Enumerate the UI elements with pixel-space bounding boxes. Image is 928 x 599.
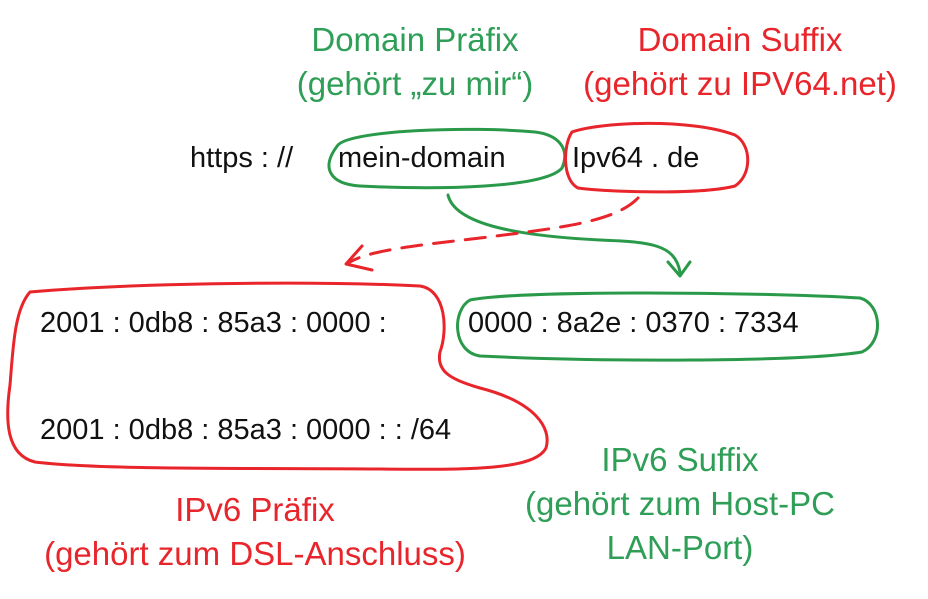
ipv6-prefix-loop	[6, 281, 549, 471]
ipv6-suffix-label: IPv6 Suffix (gehört zum Host-PC LAN-Port…	[505, 438, 855, 570]
url-domain-suffix: Ipv64 . de	[572, 142, 700, 174]
ipv6-prefix-sub: (gehört zum DSL-Anschluss)	[44, 535, 466, 572]
ipv6-suffix-title: IPv6 Suffix	[601, 441, 759, 478]
ipv6-suffix-line2: (gehört zum Host-PC	[525, 485, 835, 522]
ipv6-prefix-title: IPv6 Präfix	[175, 491, 335, 528]
url-domain-prefix: mein-domain	[338, 142, 506, 174]
ipv6-address-suffix: 0000 : 8a2e : 0370 : 7334	[468, 307, 799, 339]
ipv6-suffix-line3: LAN-Port)	[606, 529, 754, 566]
ipv6-address-prefix: 2001 : 0db8 : 85a3 : 0000 :	[40, 307, 387, 339]
green-arrowhead	[666, 260, 692, 278]
domain-prefix-label: Domain Präfix (gehört „zu mir“)	[270, 18, 560, 106]
ipv6-prefix-label: IPv6 Präfix (gehört zum DSL-Anschluss)	[20, 488, 490, 576]
domain-suffix-title: Domain Suffix	[637, 21, 843, 58]
ipv6-suffix-loop	[456, 291, 879, 362]
url-scheme: https : //	[190, 142, 294, 174]
red-dashed-arrow	[348, 196, 640, 264]
red-arrowhead	[344, 244, 374, 272]
ipv6-network: 2001 : 0db8 : 85a3 : 0000 : : /64	[40, 414, 452, 446]
domain-suffix-label: Domain Suffix (gehört zu IPV64.net)	[570, 18, 910, 106]
green-arrow	[446, 193, 682, 274]
domain-prefix-loop	[327, 127, 567, 190]
domain-suffix-sub: (gehört zu IPV64.net)	[583, 65, 897, 102]
domain-prefix-sub: (gehört „zu mir“)	[296, 65, 534, 102]
domain-suffix-loop	[564, 121, 750, 194]
domain-prefix-title: Domain Präfix	[311, 21, 519, 58]
